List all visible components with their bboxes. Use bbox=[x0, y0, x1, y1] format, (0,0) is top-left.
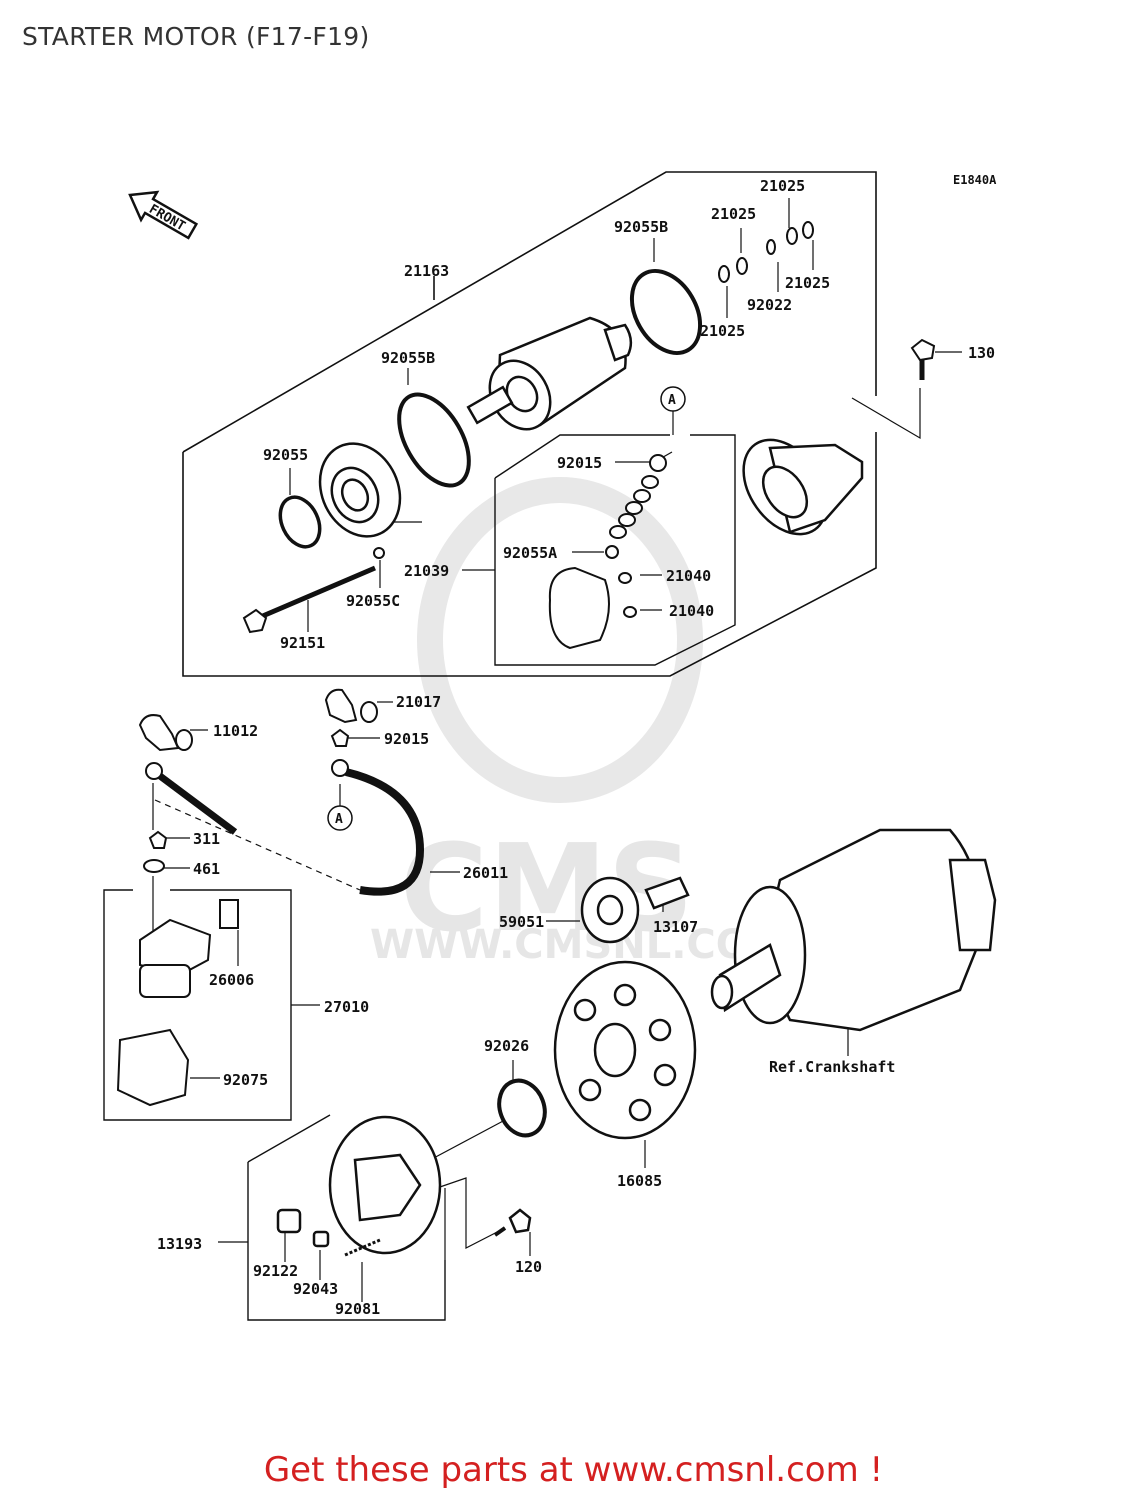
part-labels: 21163 92055B 21025 21025 21025 92022 210… bbox=[157, 177, 995, 1318]
part-92022: 92022 bbox=[747, 296, 792, 314]
starter-clutch bbox=[276, 1115, 532, 1257]
part-92015-top: 92015 bbox=[557, 454, 602, 472]
part-92055: 92055 bbox=[263, 446, 308, 464]
part-92055B-mid: 92055B bbox=[381, 349, 435, 367]
part-21025-b: 21025 bbox=[711, 205, 756, 223]
brush-holder-box bbox=[494, 434, 736, 666]
starter-clutch-box bbox=[247, 1114, 446, 1321]
ref-crankshaft-label: Ref.Crankshaft bbox=[769, 1058, 895, 1076]
part-130: 130 bbox=[968, 344, 995, 362]
leader-lines bbox=[152, 198, 962, 1302]
washer-92026 bbox=[497, 1078, 547, 1138]
part-92055A: 92055A bbox=[503, 544, 557, 562]
idler-gear bbox=[580, 876, 690, 944]
part-21025-a: 21025 bbox=[760, 177, 805, 195]
part-21017: 21017 bbox=[396, 693, 441, 711]
part-11012: 11012 bbox=[213, 722, 258, 740]
part-311: 311 bbox=[193, 830, 220, 848]
part-92075: 92075 bbox=[223, 1071, 268, 1089]
front-arrow-icon: FRONT bbox=[128, 190, 199, 240]
part-21040-b: 21040 bbox=[669, 602, 714, 620]
part-21163: 21163 bbox=[404, 262, 449, 280]
part-92151: 92151 bbox=[280, 634, 325, 652]
diagram-code: E1840A bbox=[953, 173, 997, 187]
callout-a-top: A bbox=[660, 386, 686, 412]
part-92055B-top: 92055B bbox=[614, 218, 668, 236]
part-21040-a: 21040 bbox=[666, 567, 711, 585]
part-26006: 26006 bbox=[209, 971, 254, 989]
relay-box bbox=[103, 889, 292, 1121]
watermark: CMS WWW.CMSNL.COM bbox=[370, 477, 790, 968]
o-ring-large-top bbox=[629, 269, 703, 355]
callout-a-bottom-letter: A bbox=[335, 812, 343, 827]
starter-motor-assembly-box bbox=[182, 171, 877, 677]
part-13107: 13107 bbox=[653, 918, 698, 936]
part-21025-c: 21025 bbox=[785, 274, 830, 292]
brush-holder-parts bbox=[548, 454, 667, 650]
front-cover bbox=[742, 438, 864, 536]
part-21039: 21039 bbox=[404, 562, 449, 580]
part-59051: 59051 bbox=[499, 913, 544, 931]
part-27010: 27010 bbox=[324, 998, 369, 1016]
o-ring-middle bbox=[397, 392, 471, 488]
part-13193: 13193 bbox=[157, 1235, 202, 1253]
end-cover-rear bbox=[318, 442, 402, 538]
crankshaft bbox=[710, 828, 997, 1032]
part-16085: 16085 bbox=[617, 1172, 662, 1190]
part-461: 461 bbox=[193, 860, 220, 878]
part-92043: 92043 bbox=[293, 1280, 338, 1298]
part-92015-bot: 92015 bbox=[384, 730, 429, 748]
footer-link[interactable]: Get these parts at www.cmsnl.com ! bbox=[263, 1450, 884, 1490]
part-120: 120 bbox=[515, 1258, 542, 1276]
page-title: STARTER MOTOR (F17-F19) bbox=[22, 22, 370, 51]
starter-motor-body bbox=[466, 316, 633, 431]
washers-set bbox=[718, 221, 814, 283]
part-21025-d: 21025 bbox=[700, 322, 745, 340]
part-92055C: 92055C bbox=[346, 592, 400, 610]
terminal-caps bbox=[138, 688, 378, 752]
callout-a-top-letter: A bbox=[668, 393, 676, 408]
watermark-url: WWW.CMSNL.COM bbox=[370, 922, 790, 968]
part-92026: 92026 bbox=[484, 1037, 529, 1055]
bolt-130 bbox=[910, 338, 936, 380]
part-92122: 92122 bbox=[253, 1262, 298, 1280]
small-o-ring bbox=[373, 547, 385, 559]
part-26011: 26011 bbox=[463, 864, 508, 882]
o-ring-small bbox=[278, 495, 322, 549]
part-92081: 92081 bbox=[335, 1300, 380, 1318]
long-bolt bbox=[242, 565, 376, 634]
cables bbox=[143, 759, 425, 896]
relay-parts bbox=[116, 899, 239, 1107]
callout-a-bottom: A bbox=[327, 805, 353, 831]
starter-gear-large bbox=[553, 960, 697, 1140]
